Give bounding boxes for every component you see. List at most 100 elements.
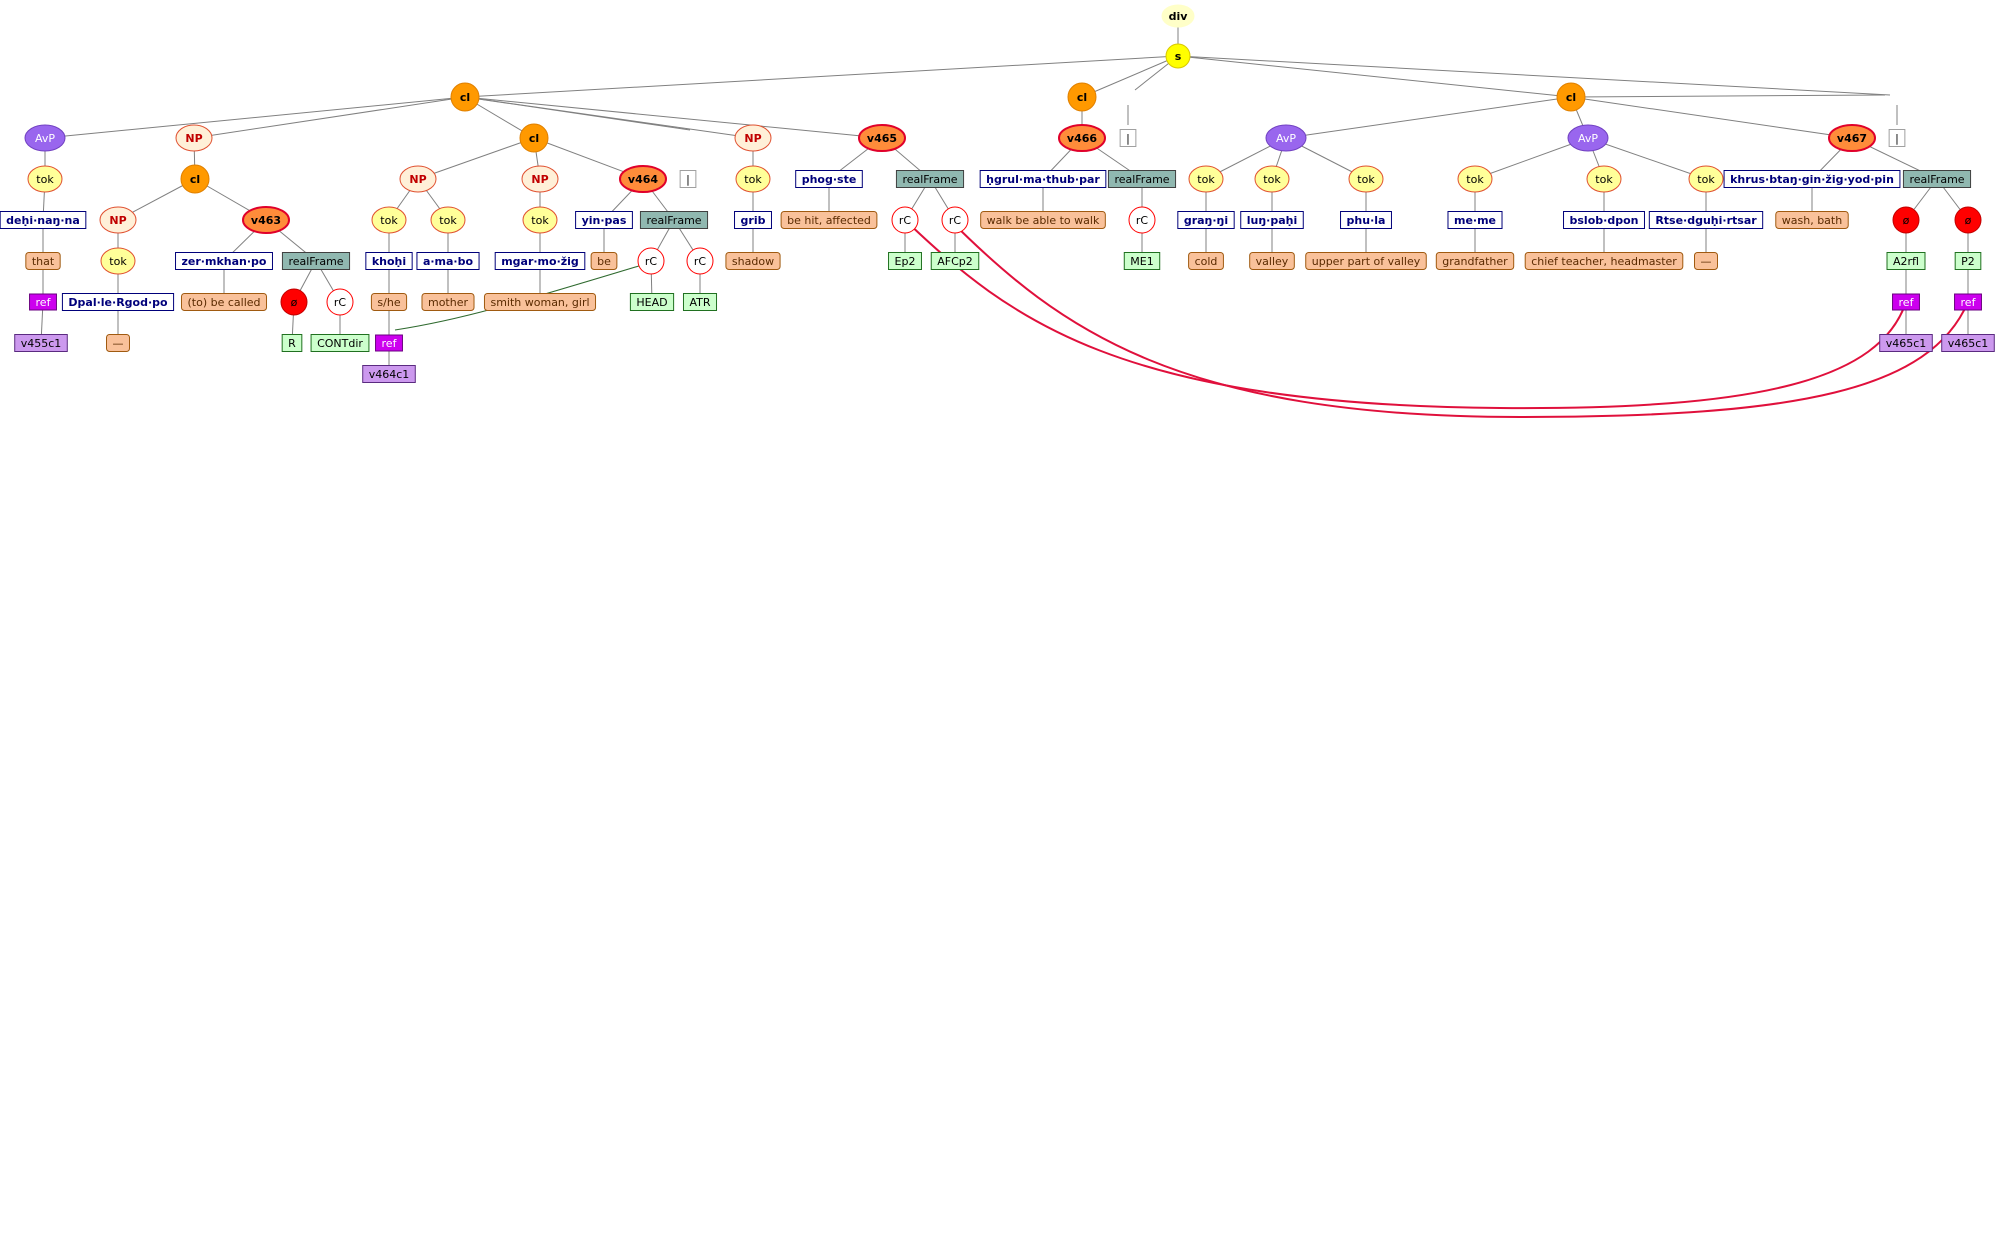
tok-label: tok [1263, 173, 1281, 186]
tree-edge [1570, 96, 1853, 139]
gloss-label: (to) be called [187, 296, 260, 309]
gloss-node: — [106, 334, 130, 352]
tree-edge [1081, 55, 1179, 98]
rc-node: rC [686, 247, 714, 275]
frame-node: realFrame [1107, 170, 1177, 188]
role-node: AFCp2 [930, 252, 980, 270]
rc-node: rC [891, 206, 919, 234]
frame-label: realFrame [646, 214, 701, 227]
lex-node: zer·mkhan·po [175, 252, 273, 270]
role-label: P2 [1961, 255, 1975, 268]
lex-node: khrus·btaŋ·gin·žig·yod·pin [1723, 170, 1901, 188]
avp-node: AvP [1567, 124, 1609, 152]
verb-label: v464 [628, 173, 658, 186]
lex-node: bslob·dpon [1563, 211, 1645, 229]
rc-label: rC [899, 214, 912, 227]
avp-label: AvP [1578, 132, 1598, 145]
cl-label: cl [1077, 91, 1087, 104]
punct-node: | [679, 170, 697, 188]
rc-label: rC [334, 296, 347, 309]
gloss-node: be [590, 252, 618, 270]
tok-label: tok [1595, 173, 1613, 186]
gloss-label: be hit, affected [787, 214, 871, 227]
tok-node: tok [1688, 165, 1724, 193]
verb-label: v465 [867, 132, 897, 145]
s-label: s [1175, 50, 1182, 63]
gloss-label: walk be able to walk [987, 214, 1100, 227]
verb-label: v466 [1067, 132, 1097, 145]
gloss-node: — [1694, 252, 1718, 270]
tree-edge [1177, 55, 1572, 98]
frame-label: realFrame [1114, 173, 1169, 186]
refid-node: v464c1 [362, 365, 416, 383]
tok-label: tok [1697, 173, 1715, 186]
frame-label: realFrame [288, 255, 343, 268]
gloss-node: that [25, 252, 61, 270]
gloss-label: grandfather [1442, 255, 1508, 268]
tok-node: tok [1254, 165, 1290, 193]
np-label: NP [109, 214, 126, 227]
tok-label: tok [439, 214, 457, 227]
np-label: NP [185, 132, 202, 145]
gloss-node: be hit, affected [780, 211, 878, 229]
lex-label: phog·ste [802, 173, 857, 186]
lex-label: Dpal·le·Rgod·po [68, 296, 168, 309]
coreference-links [394, 219, 1969, 419]
gloss-label: cold [1195, 255, 1218, 268]
tok-label: tok [1466, 173, 1484, 186]
ref-label: ref [36, 296, 52, 309]
zero-node: ø [1954, 206, 1982, 234]
gloss-label: chief teacher, headmaster [1531, 255, 1677, 268]
gloss-node: chief teacher, headmaster [1524, 252, 1684, 270]
lex-node: deḥi·naŋ·na [0, 211, 87, 229]
gloss-node: upper part of valley [1305, 252, 1427, 270]
lex-node: a·ma·bo [416, 252, 480, 270]
np-node: NP [399, 165, 437, 193]
refid-node: v465c1 [1941, 334, 1995, 352]
gloss-node: cold [1188, 252, 1224, 270]
lex-node: phog·ste [795, 170, 863, 188]
lex-label: graŋ·ŋi [1184, 214, 1228, 227]
gloss-label: shadow [732, 255, 774, 268]
np-node: NP [175, 124, 213, 152]
div-label: div [1169, 10, 1189, 23]
verb-node: v466 [1058, 124, 1106, 152]
role-node: CONTdir [310, 334, 370, 352]
frame-node: realFrame [639, 211, 709, 229]
ref-label: ref [1961, 296, 1977, 309]
gloss-node: walk be able to walk [980, 211, 1106, 229]
avp-node: AvP [24, 124, 66, 152]
lex-node: Dpal·le·Rgod·po [61, 293, 175, 311]
tree-edge [1177, 55, 1891, 96]
np-label: NP [744, 132, 761, 145]
tree-edge [1570, 94, 1886, 98]
tok-node: tok [735, 165, 771, 193]
lex-label: deḥi·naŋ·na [6, 214, 80, 227]
gloss-label: — [113, 337, 124, 350]
cl-node: cl [450, 82, 480, 112]
cl-label: cl [190, 173, 200, 186]
tok-node: tok [1348, 165, 1384, 193]
role-label: HEAD [636, 296, 667, 309]
lex-node: phu·la [1340, 211, 1392, 229]
tree-edge [1285, 96, 1572, 139]
punct-node: | [1888, 129, 1906, 147]
lex-node: me·me [1447, 211, 1503, 229]
verb-node: v463 [242, 206, 290, 234]
np-label: NP [531, 173, 548, 186]
role-label: ME1 [1130, 255, 1153, 268]
tree-edges [40, 16, 1969, 374]
ref-node: ref [29, 293, 57, 311]
zero-label: ø [291, 296, 298, 309]
role-label: CONTdir [317, 337, 363, 350]
tok-node: tok [100, 247, 136, 275]
cl-node: cl [1067, 82, 1097, 112]
s-node: s [1165, 43, 1191, 69]
gloss-label: smith woman, girl [490, 296, 589, 309]
frame-node: realFrame [1902, 170, 1972, 188]
lex-node: yin·pas [575, 211, 633, 229]
lex-label: yin·pas [582, 214, 627, 227]
tok-node: tok [1188, 165, 1224, 193]
tok-label: tok [36, 173, 54, 186]
